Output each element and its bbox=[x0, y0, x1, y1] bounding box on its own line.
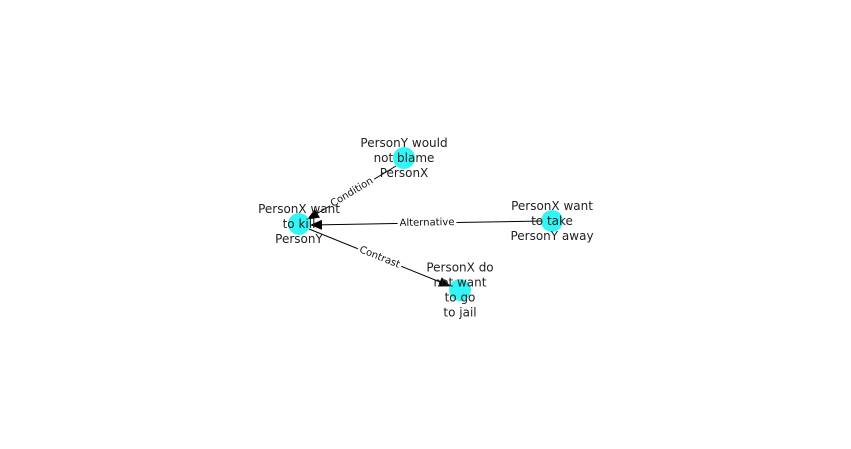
node-n2 bbox=[393, 147, 415, 169]
edge-label-background bbox=[355, 242, 404, 273]
edge-label: Alternative bbox=[397, 215, 457, 231]
node-label-line: not want bbox=[434, 276, 487, 290]
node-label-line: PersonX want bbox=[258, 202, 340, 216]
node-label-line: PersonY away bbox=[510, 229, 593, 243]
node-layer bbox=[288, 147, 563, 301]
edge-contrast: Contrast bbox=[308, 228, 451, 287]
edge-label-background bbox=[326, 173, 378, 212]
node-label-line: PersonX do bbox=[426, 261, 493, 275]
node-n4 bbox=[449, 279, 471, 301]
edge-label-text: Alternative bbox=[399, 217, 454, 229]
node-label-line: to go bbox=[445, 291, 476, 305]
node-label-line: PersonX bbox=[380, 166, 429, 180]
node-n3 bbox=[541, 210, 563, 232]
node-label-line: PersonY would bbox=[360, 136, 447, 150]
node-label-line: to kill bbox=[283, 217, 316, 231]
node-label-line: PersonX want bbox=[511, 199, 593, 213]
node-n1 bbox=[288, 213, 310, 235]
edge-alternative: Alternative bbox=[310, 215, 544, 231]
edge-label-background bbox=[397, 215, 457, 231]
node-label-line: to take bbox=[531, 214, 573, 228]
edge-label: Contrast bbox=[355, 242, 404, 273]
node-label-line: not blame bbox=[374, 151, 435, 165]
node-label-line: PersonY bbox=[275, 232, 323, 246]
node-label-line: to jail bbox=[443, 306, 476, 320]
